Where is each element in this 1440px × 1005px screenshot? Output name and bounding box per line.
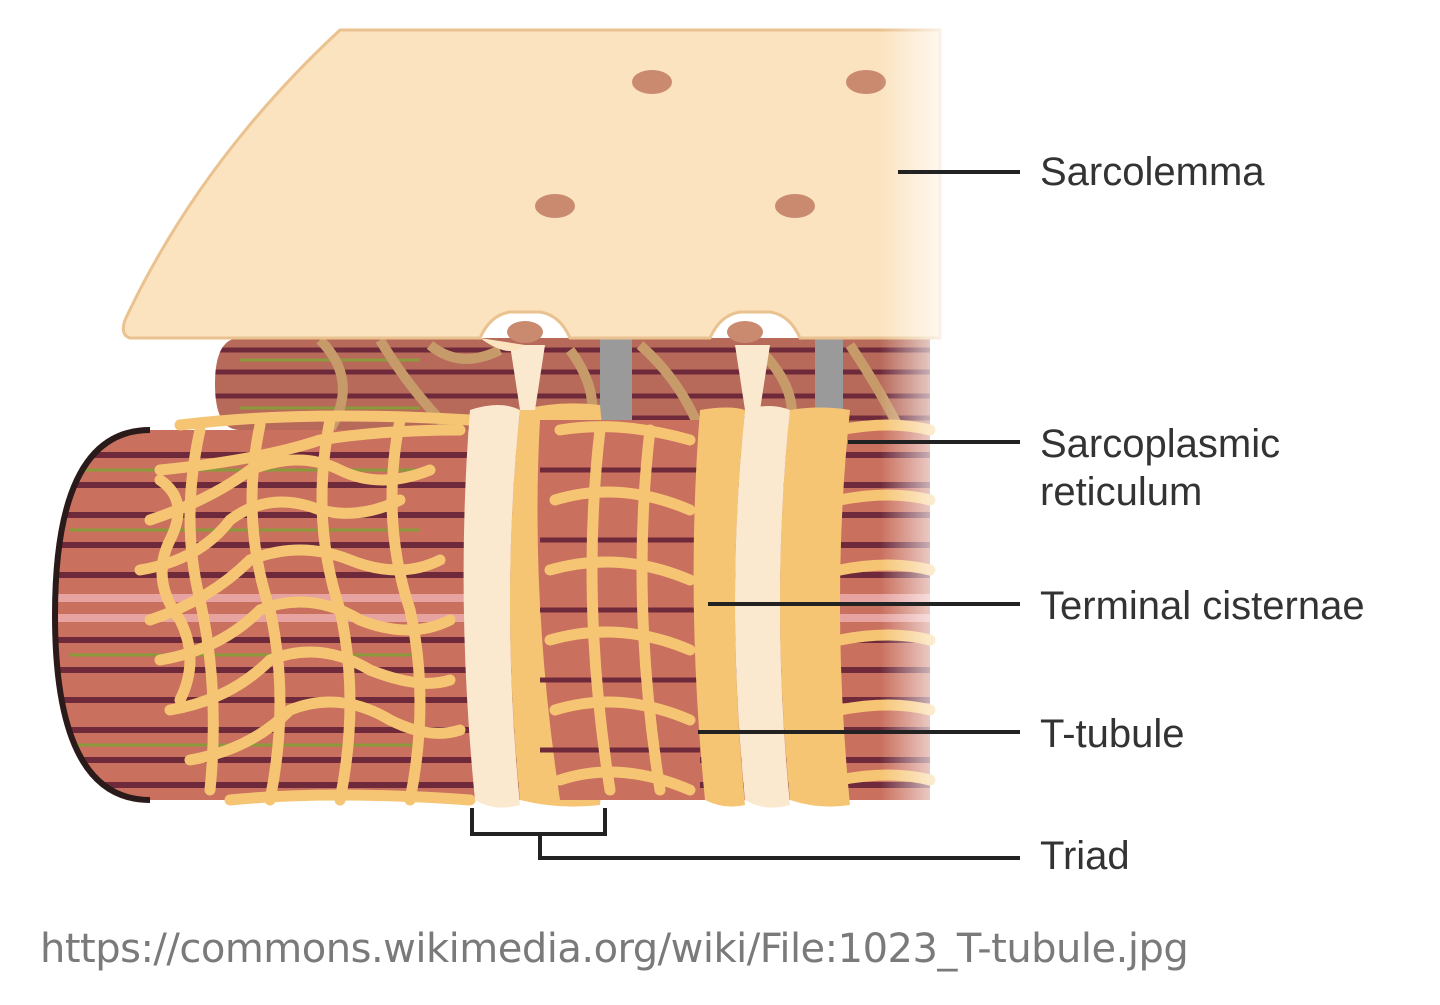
sarcolemma-sheet [121, 28, 942, 352]
sarcolemma-pores [507, 70, 886, 343]
label-sarcoplasmic-line2: reticulum [1040, 470, 1203, 514]
label-sarcoplasmic-line1: Sarcoplasmic [1040, 422, 1281, 466]
fade-overlay [880, 20, 960, 820]
label-triad: Triad [1040, 834, 1130, 878]
label-sarcoplasmic-reticulum: Sarcoplasmic reticulum [1040, 420, 1280, 516]
label-terminal-cisternae: Terminal cisternae [1040, 584, 1365, 628]
sarcoplasmic-reticulum-network [134, 410, 476, 806]
triad-bracket [470, 808, 1020, 860]
label-t-tubule: T-tubule [1040, 712, 1185, 756]
source-url: https://commons.wikimedia.org/wiki/File:… [40, 926, 1189, 972]
label-sarcolemma: Sarcolemma [1040, 150, 1265, 194]
middle-reticulum-segment [510, 403, 745, 807]
t-tubules [463, 345, 790, 808]
leader-lines [470, 170, 1020, 860]
